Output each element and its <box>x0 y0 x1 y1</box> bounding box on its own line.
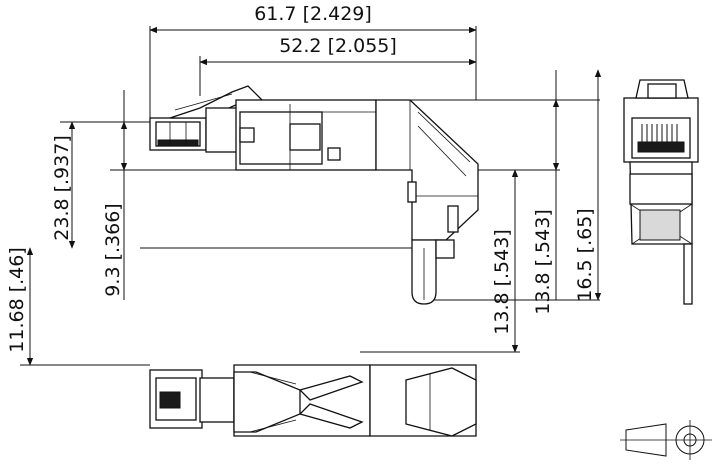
dim-body-length: 52.2 [2.055] <box>279 35 397 57</box>
dim-height-23-8: 23.8 [.937] <box>51 135 73 240</box>
top-view <box>149 364 477 437</box>
end-view <box>623 79 699 305</box>
projection-symbol <box>620 420 712 460</box>
dim-height-13-8-a: 13.8 [.543] <box>491 229 513 334</box>
side-view <box>149 85 479 305</box>
dim-height-9-3: 9.3 [.366] <box>102 203 124 296</box>
dimension-labels: 61.7 [2.429] 52.2 [2.055] 23.8 [.937] 9.… <box>6 3 596 353</box>
contact-slots <box>641 124 678 142</box>
dim-height-11-68: 11.68 [.46] <box>6 247 28 352</box>
dim-overall-length: 61.7 [2.429] <box>254 3 372 25</box>
dimension-lines <box>20 26 602 366</box>
dim-height-13-8-b: 13.8 [.543] <box>532 209 554 314</box>
dim-height-16-5: 16.5 [.65] <box>574 208 596 301</box>
